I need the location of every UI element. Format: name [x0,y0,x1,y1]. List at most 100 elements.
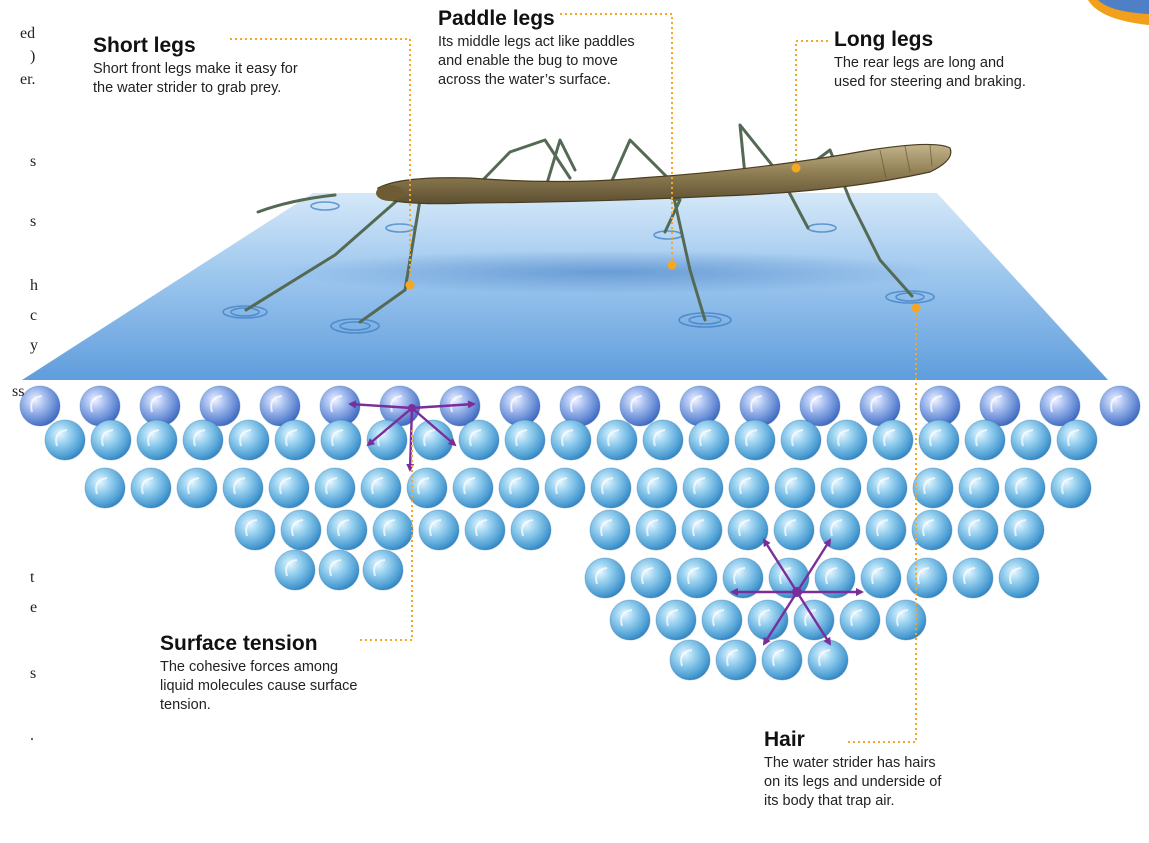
fragment: y [30,336,38,356]
liquid-molecule [999,558,1039,598]
liquid-molecule [867,468,907,508]
surface-molecule [740,386,780,426]
liquid-molecule [821,468,861,508]
liquid-molecule [223,468,263,508]
liquid-molecule [315,468,355,508]
liquid-molecule [827,420,867,460]
liquid-molecule [683,468,723,508]
liquid-molecule [820,510,860,550]
surface-molecule [560,386,600,426]
liquid-molecule [670,640,710,680]
callout-hair: Hair The water strider has hairs on its … [764,728,944,811]
callout-paddle-legs: Paddle legs Its middle legs act like pad… [438,7,658,90]
liquid-molecule [235,510,275,550]
liquid-molecule [959,468,999,508]
liquid-molecule [545,468,585,508]
fragment: e [30,598,37,618]
fragment: c [30,306,37,326]
liquid-molecule [590,510,630,550]
callout-title: Surface tension [160,632,365,656]
surface-molecule [620,386,660,426]
liquid-molecule [775,468,815,508]
surface-molecule [500,386,540,426]
strider-head [376,185,404,201]
liquid-molecule [551,420,591,460]
callout-title: Hair [764,728,944,752]
liquid-molecule [912,510,952,550]
liquid-molecule [363,550,403,590]
liquid-molecule [735,420,775,460]
liquid-molecule [177,468,217,508]
callout-title: Short legs [93,34,303,58]
fragment: ss [12,382,24,402]
liquid-molecule [866,510,906,550]
liquid-molecule [361,468,401,508]
liquid-molecule [953,558,993,598]
liquid-molecule [729,468,769,508]
callout-short-legs: Short legs Short front legs make it easy… [93,34,303,98]
surface-molecule [680,386,720,426]
liquid-molecule [610,600,650,640]
liquid-molecule [643,420,683,460]
liquid-molecule [1011,420,1051,460]
liquid-molecule [269,468,309,508]
liquid-molecule [637,468,677,508]
leader-long-legs [796,41,828,168]
fragment: s [30,212,36,232]
liquid-molecule [1051,468,1091,508]
liquid-molecule [748,600,788,640]
liquid-molecule [327,510,367,550]
callout-text: The water strider has hairs on its legs … [764,754,944,811]
fragment: t [30,568,34,588]
liquid-molecule [631,558,671,598]
callout-title: Paddle legs [438,7,658,31]
liquid-molecule [85,468,125,508]
liquid-molecule [1004,510,1044,550]
liquid-molecule [873,420,913,460]
liquid-molecule [597,420,637,460]
liquid-molecule [591,468,631,508]
liquid-molecule [319,550,359,590]
fragment: . [30,726,34,746]
callout-text: Its middle legs act like paddles and ena… [438,33,658,90]
liquid-molecule [45,420,85,460]
liquid-molecule [656,600,696,640]
callout-text: Short front legs make it easy for the wa… [93,60,303,98]
liquid-molecule [281,510,321,550]
liquid-molecule [689,420,729,460]
liquid-molecule [716,640,756,680]
strider-shadow [280,250,940,294]
liquid-molecule [321,420,361,460]
liquid-molecule [229,420,269,460]
surface-molecule [1100,386,1140,426]
liquid-molecule [702,600,742,640]
liquid-molecule [762,640,802,680]
liquid-molecule [958,510,998,550]
fragment: ed [20,24,35,44]
liquid-molecule [91,420,131,460]
liquid-molecule [275,420,315,460]
liquid-molecule [275,550,315,590]
liquid-molecule [419,510,459,550]
liquid-molecule [1005,468,1045,508]
fragment: s [30,152,36,172]
callout-text: The rear legs are long and used for stee… [834,54,1039,92]
liquid-molecule [585,558,625,598]
fragment: ) [30,47,35,67]
liquid-molecule [131,468,171,508]
liquid-molecule [840,600,880,640]
liquid-molecule [682,510,722,550]
liquid-molecule [183,420,223,460]
liquid-molecule [511,510,551,550]
fragment: er. [20,70,36,90]
callout-title: Long legs [834,28,1039,52]
liquid-molecule [137,420,177,460]
liquid-molecule [728,510,768,550]
liquid-molecule [774,510,814,550]
liquid-molecule [913,468,953,508]
liquid-molecule [459,420,499,460]
liquid-molecule [781,420,821,460]
callout-long-legs: Long legs The rear legs are long and use… [834,28,1039,92]
liquid-molecule [965,420,1005,460]
